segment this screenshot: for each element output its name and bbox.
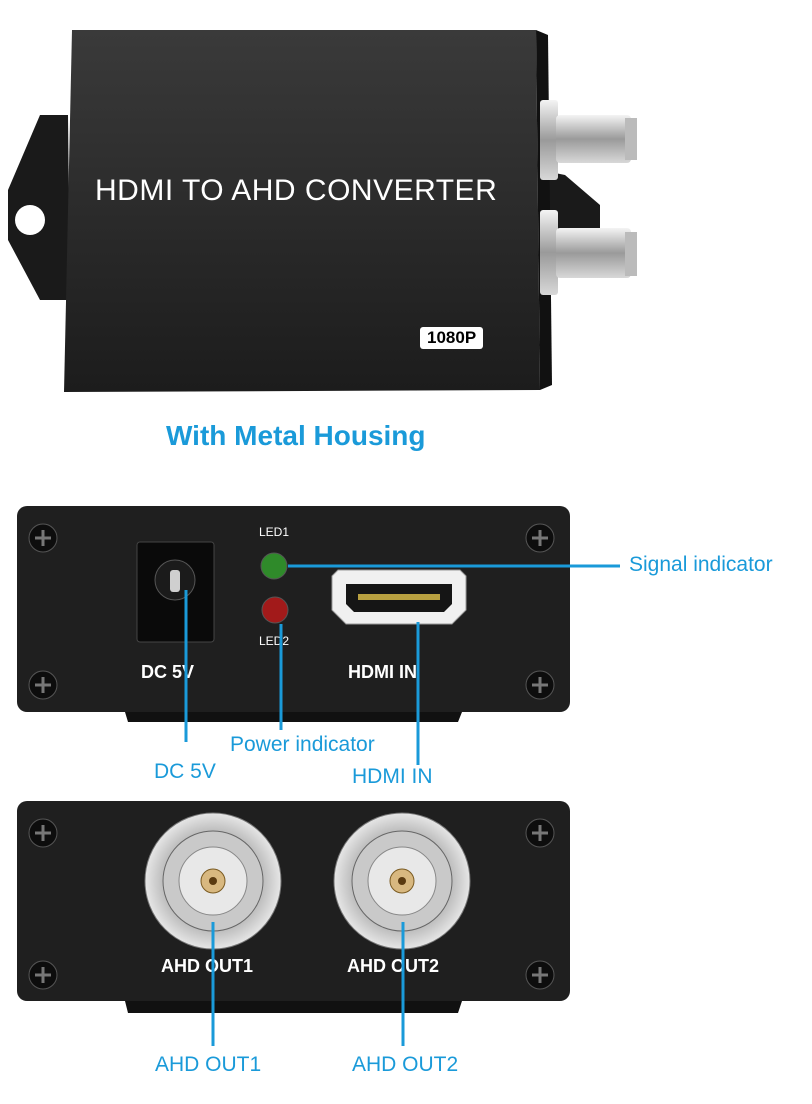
device-title: HDMI TO AHD CONVERTER <box>95 174 498 207</box>
out2-label: AHD OUT2 <box>347 956 440 976</box>
bnc-connector-top <box>540 100 637 180</box>
bnc-out2 <box>333 812 471 950</box>
callout-out2: AHD OUT2 <box>352 1053 459 1076</box>
out1-label: AHD OUT1 <box>161 956 254 976</box>
callout-hdmi: HDMI IN <box>352 765 433 788</box>
caption: With Metal Housing <box>166 420 426 451</box>
back-panel <box>17 801 570 1013</box>
mounting-flange <box>8 115 70 300</box>
dc-label: DC 5V <box>141 662 195 682</box>
callout-out1: AHD OUT1 <box>155 1053 262 1076</box>
hdmi-label: HDMI IN <box>348 662 417 682</box>
led-green <box>260 552 288 580</box>
bnc-out1 <box>144 812 282 950</box>
device-photo-top <box>8 30 637 392</box>
led-red <box>261 596 289 624</box>
callout-dc: DC 5V <box>154 760 216 783</box>
bnc-connector-bottom <box>540 210 637 295</box>
mounting-hole <box>15 205 45 235</box>
resolution-badge: 1080P <box>420 327 484 349</box>
housing <box>64 30 540 392</box>
front-panel <box>17 506 570 722</box>
callout-power: Power indicator <box>230 733 375 756</box>
led1-label: LED1 <box>259 525 290 539</box>
callout-signal: Signal indicator <box>629 553 773 576</box>
